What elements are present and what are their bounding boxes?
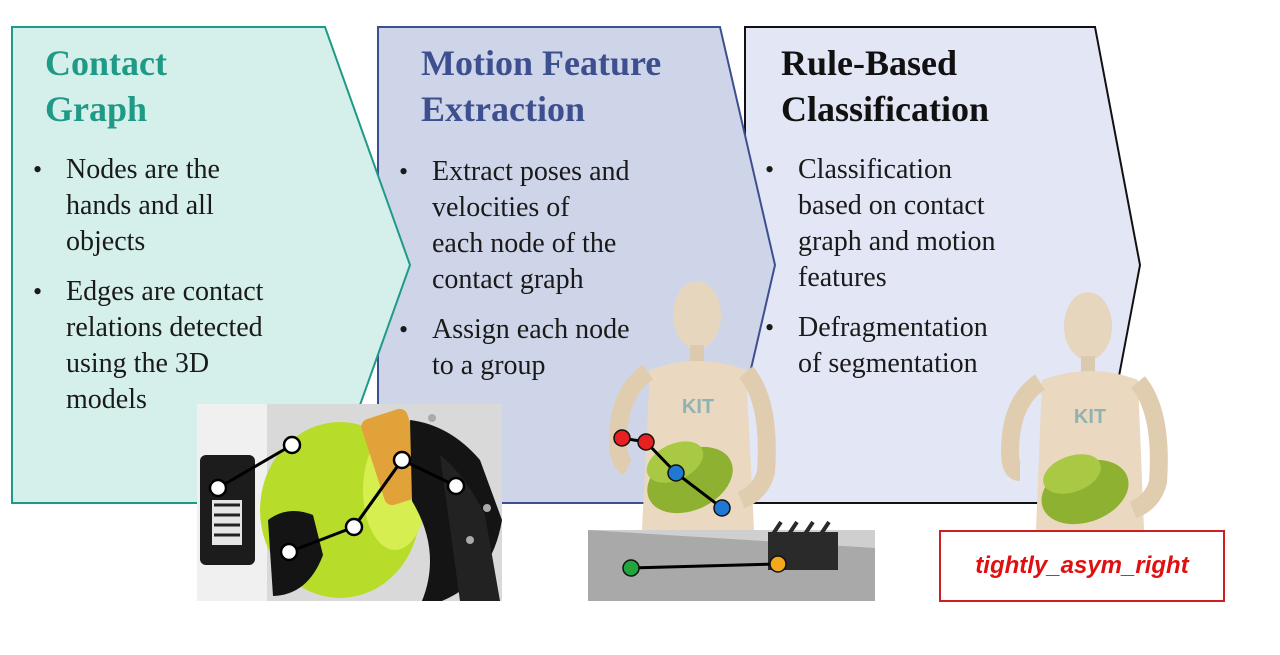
panel-title-motion-feature: Motion Feature Extraction (421, 43, 662, 129)
panel-bullets-contact-graph: Nodes are the hands and all objects Edge… (13, 152, 353, 432)
hand-node-red (613, 429, 631, 447)
graph-node (446, 476, 466, 496)
panel-title-contact-graph: Contact Graph (45, 43, 167, 129)
classification-label-box: tightly_asym_right (939, 530, 1225, 602)
object-node-blue (713, 499, 731, 517)
bullet-item: Edges are contact relations detected usi… (13, 274, 353, 418)
object-node-green (622, 559, 640, 577)
object-node-blue (667, 464, 685, 482)
contact-graph-nodes (208, 435, 466, 562)
bullet-item: Assign each node to a group (379, 312, 719, 384)
contact-graph-photo (197, 404, 502, 601)
bullet-item: Defragmentation of segmentation (745, 310, 1085, 382)
bullet-item: Classification based on contact graph an… (745, 152, 1085, 296)
bullet-item: Extract poses and velocities of each nod… (379, 154, 719, 298)
contact-graph-edges (217, 443, 457, 554)
graph-node (344, 517, 364, 537)
graph-node (392, 450, 412, 470)
motion-graph-edges (621, 436, 779, 570)
object-node-orange (769, 555, 787, 573)
graph-node (208, 478, 228, 498)
graph-node (279, 542, 299, 562)
panel-bullets-classification: Classification based on contact graph an… (745, 152, 1085, 396)
robot-figure-classification: KIT (1000, 292, 1168, 530)
classification-label: tightly_asym_right (975, 552, 1189, 579)
robot-logo: KIT (682, 396, 714, 418)
panel-bullets-motion-feature: Extract poses and velocities of each nod… (379, 154, 719, 398)
graph-node (282, 435, 302, 455)
bullet-item: Nodes are the hands and all objects (13, 152, 353, 260)
motion-graph-nodes (613, 429, 787, 577)
panel-title-classification: Rule-Based Classification (781, 43, 990, 129)
hand-node-red (637, 433, 655, 451)
robot-logo: KIT (1074, 406, 1106, 428)
